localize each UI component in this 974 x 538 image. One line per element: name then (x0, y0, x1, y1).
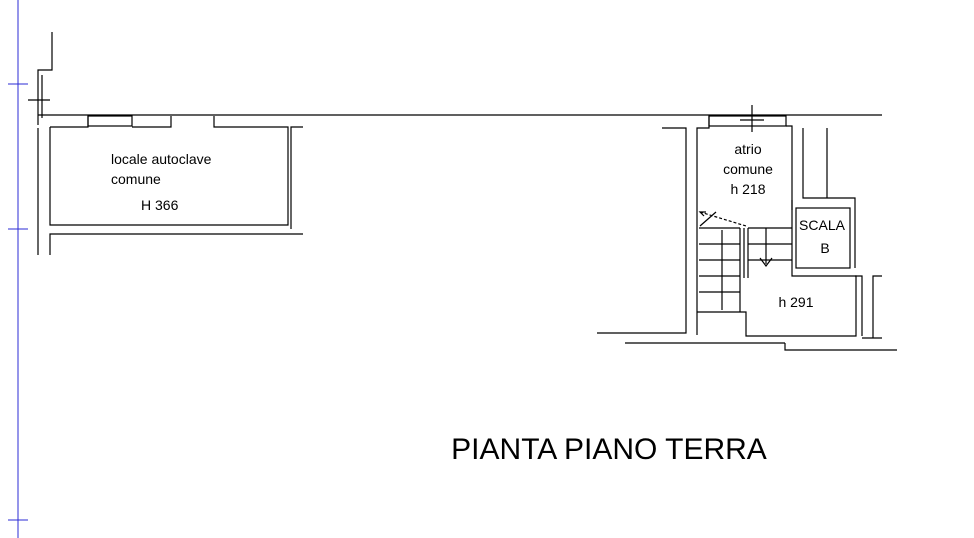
margin-guide (8, 0, 28, 538)
room-locale-autoclave: locale autoclave comune H 366 (111, 151, 212, 213)
room-name-line-1: locale autoclave (111, 151, 212, 167)
room-height-label: H 366 (141, 197, 179, 213)
room-height-label: h 218 (730, 181, 765, 197)
stair-symbol (698, 211, 792, 312)
room-atrio-comune: atrio comune h 218 (723, 141, 773, 197)
room-name-line-2: comune (723, 161, 773, 177)
right-wing-walls (597, 105, 897, 351)
room-height-label: h 291 (778, 294, 813, 310)
room-name-line-2: comune (111, 171, 161, 187)
room-name-line-1: atrio (734, 141, 761, 157)
left-wing-walls (28, 32, 882, 255)
room-name-line-2: B (820, 240, 829, 256)
room-name-line-1: SCALA (799, 217, 846, 233)
plan-title: PIANTA PIANO TERRA (451, 433, 767, 466)
room-scala-b: SCALA B (799, 217, 846, 256)
room-h291: h 291 (778, 294, 813, 310)
